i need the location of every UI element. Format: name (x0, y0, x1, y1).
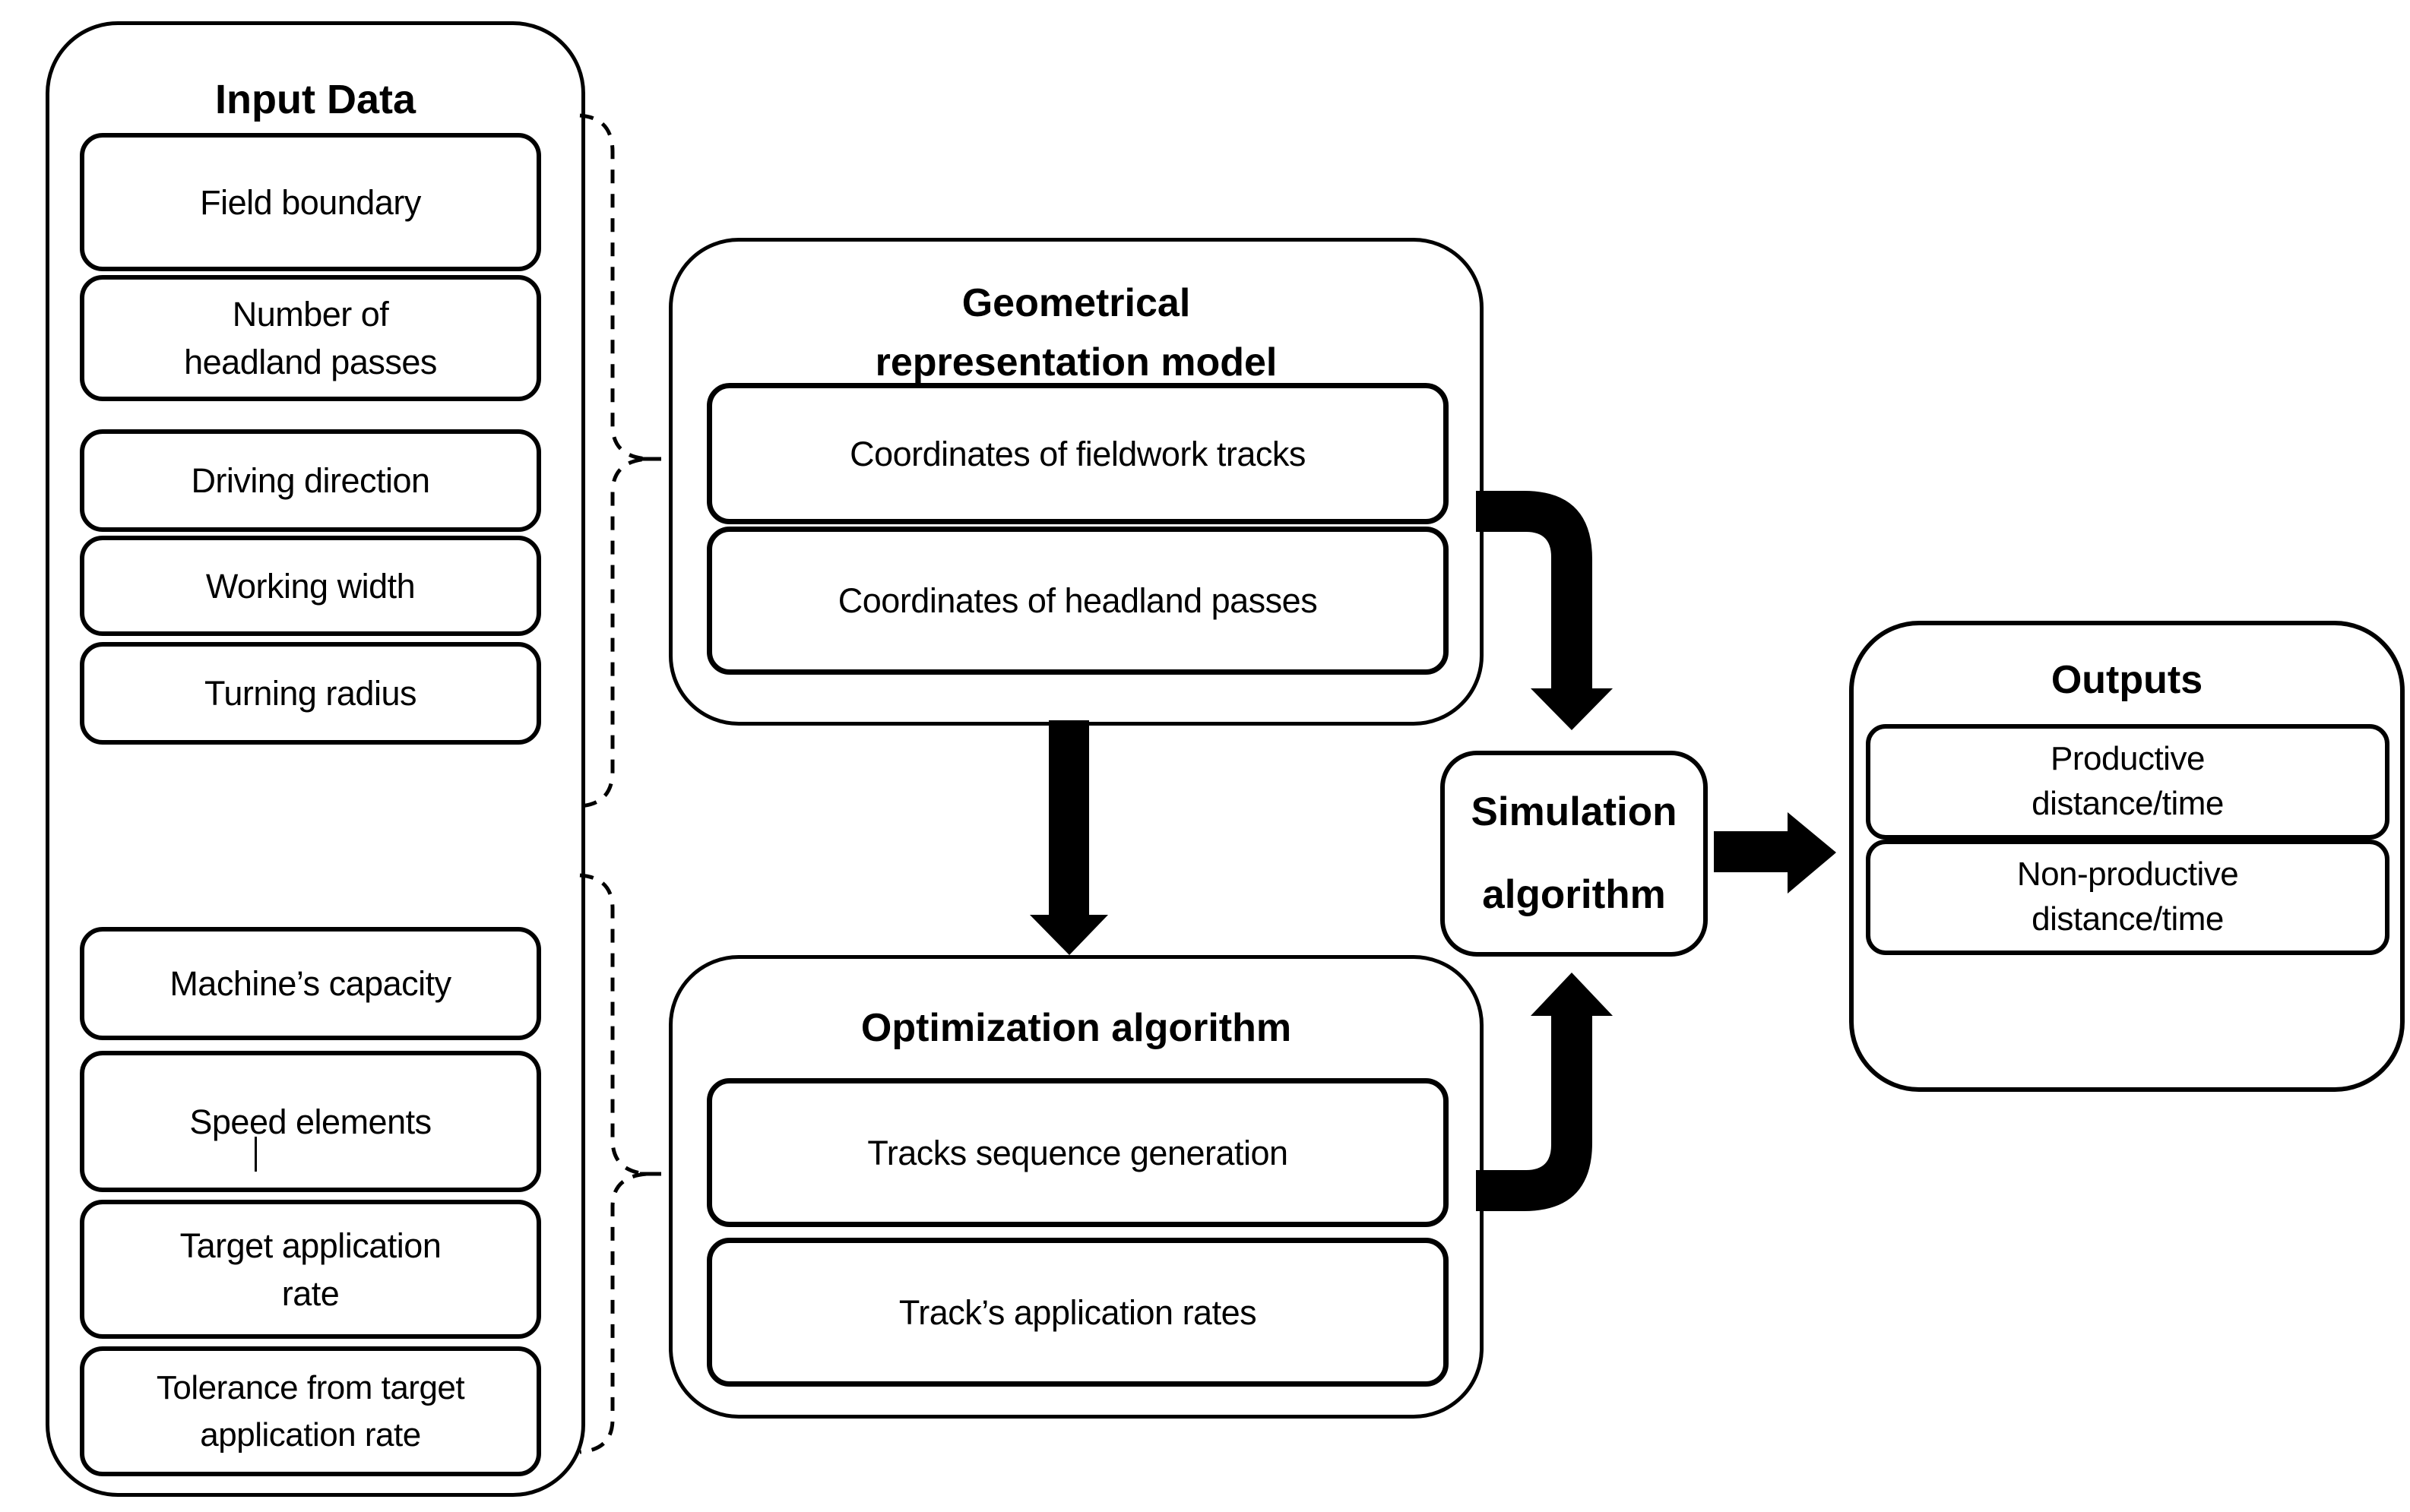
box-label: Non-productive (2016, 856, 2239, 894)
box-label: Track’s application rates (898, 1292, 1257, 1332)
bracket-optimization-inputs (579, 873, 648, 1454)
input-box-tolerance: Tolerance from target application rate (80, 1346, 541, 1476)
bracket-geometry-inputs (579, 113, 648, 808)
input-box-label: Number of (232, 295, 389, 334)
box-label: distance/time (2032, 785, 2224, 822)
simulation-label-line2: algorithm (1482, 871, 1666, 917)
box-coordinates-fieldwork-tracks: Coordinates of fieldwork tracks (707, 383, 1449, 524)
input-box-label: Target application (179, 1226, 442, 1265)
box-label: Coordinates of headland passes (838, 581, 1318, 620)
input-box-label: Machine’s capacity (169, 964, 451, 1003)
simulation-label-line1: Simulation (1471, 789, 1677, 834)
input-box-driving-direction: Driving direction (80, 429, 541, 532)
box-label: distance/time (2032, 900, 2224, 938)
input-box-speed-elements: Speed elements (80, 1051, 541, 1192)
box-label: Productive (2051, 740, 2205, 778)
input-box-machine-capacity: Machine’s capacity (80, 927, 541, 1040)
input-box-label: Tolerance from target (156, 1368, 465, 1406)
box-label: Tracks sequence generation (867, 1133, 1288, 1172)
outputs-title: Outputs (2051, 658, 2203, 702)
arrow-model-to-optimization (1030, 720, 1108, 955)
box-track-application-rates: Track’s application rates (707, 1238, 1449, 1387)
box-productive-distance-time: Productive distance/time (1866, 724, 2389, 840)
input-box-target-application-rate: Target application rate (80, 1200, 541, 1339)
input-box-turning-radius: Turning radius (80, 642, 541, 745)
arrow-model-to-simulation (1476, 491, 1613, 730)
input-box-label: Field boundary (200, 182, 421, 222)
arrow-simulation-to-outputs (1714, 812, 1836, 894)
box-coordinates-headland-passes: Coordinates of headland passes (707, 527, 1449, 675)
input-box-label: Working width (205, 566, 416, 606)
input-box-label: headland passes (184, 343, 437, 381)
box-tracks-sequence-generation: Tracks sequence generation (707, 1078, 1449, 1227)
input-box-label: application rate (200, 1416, 421, 1453)
geometrical-model-title-line1: Geometrical (961, 281, 1191, 325)
input-box-label: Turning radius (204, 674, 416, 713)
optimization-title: Optimization algorithm (860, 1006, 1292, 1050)
input-box-label: Driving direction (191, 461, 430, 500)
input-data-title: Input Data (215, 77, 416, 122)
stray-text-cursor-mark (255, 1137, 257, 1172)
input-box-label: Speed elements (189, 1102, 432, 1141)
box-nonproductive-distance-time: Non-productive distance/time (1866, 840, 2389, 955)
input-box-working-width: Working width (80, 536, 541, 636)
geometrical-model-title-line2: representation model (875, 340, 1278, 384)
geometrical-model-title: Geometrical representation model (673, 274, 1480, 392)
box-label: Coordinates of fieldwork tracks (850, 434, 1306, 473)
arrow-optimization-to-simulation (1476, 973, 1613, 1211)
simulation-algorithm-box: Simulation algorithm (1440, 751, 1708, 957)
input-box-label: rate (281, 1273, 340, 1313)
input-box-field-boundary: Field boundary (80, 133, 541, 271)
input-box-headland-passes: Number of headland passes (80, 275, 541, 401)
